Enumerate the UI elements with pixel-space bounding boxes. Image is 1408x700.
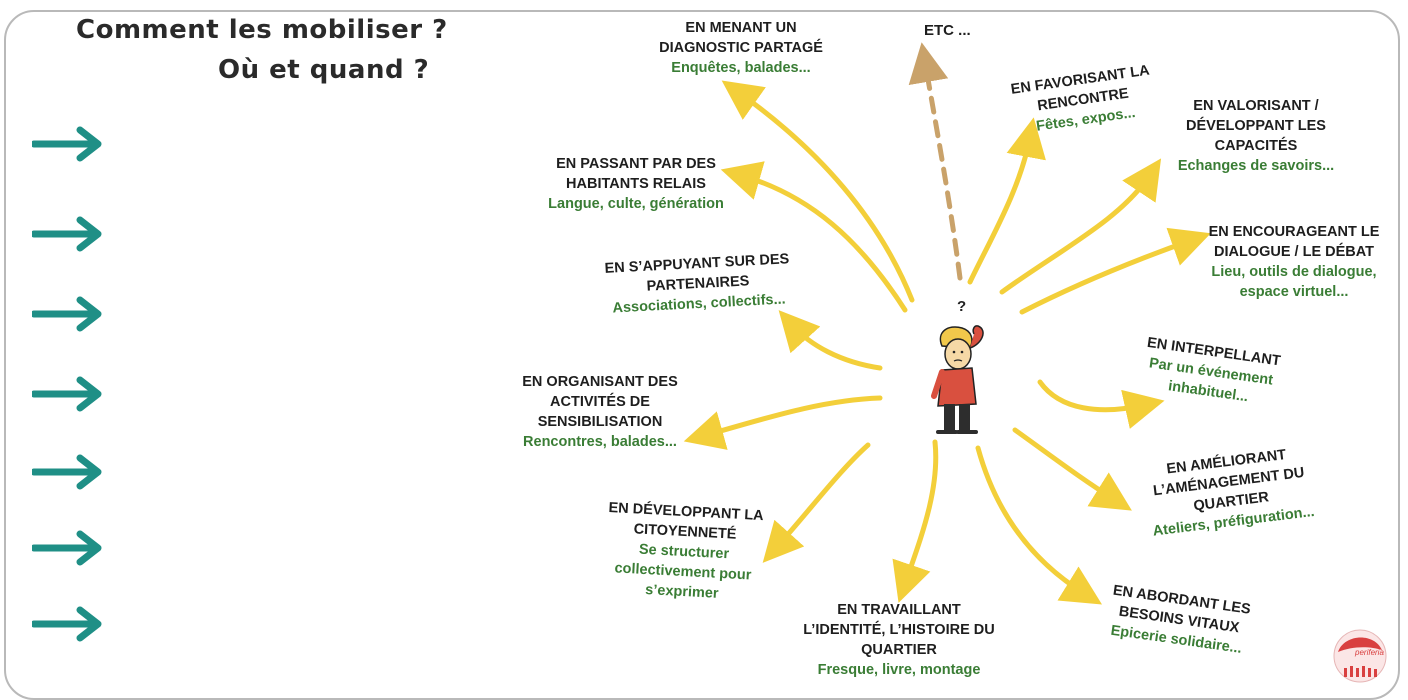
periferia-logo bbox=[1333, 629, 1387, 683]
branch-sensibilisation-sub: Rencontres, balades... bbox=[523, 434, 677, 450]
branch-identite: EN TRAVAILLANT L’IDENTITÉ, L’HISTOIRE DU… bbox=[796, 600, 1002, 680]
branch-capacites-head: EN VALORISANT / DÉVELOPPANT LES CAPACITÉ… bbox=[1186, 98, 1326, 154]
branch-habitants: EN PASSANT PAR DES HABITANTS RELAIS Lang… bbox=[538, 154, 734, 214]
branch-sensibilisation: EN ORGANISANT DES ACTIVITÉS DE SENSIBILI… bbox=[512, 372, 688, 452]
branch-capacites-sub: Echanges de savoirs... bbox=[1177, 158, 1335, 174]
teal-arrow-icon bbox=[32, 606, 102, 642]
arrow-rencontre bbox=[967, 117, 1046, 285]
arrow-interpellant bbox=[1037, 379, 1165, 429]
arrow-identite bbox=[892, 439, 939, 603]
teal-arrow-icon bbox=[32, 296, 102, 332]
branch-diagnostic-sub: Enquêtes, balades... bbox=[671, 60, 811, 76]
arrow-habitants bbox=[720, 161, 908, 313]
branch-habitants-sub: Langue, culte, génération bbox=[548, 196, 724, 212]
branch-sensibilisation-head: EN ORGANISANT DES ACTIVITÉS DE SENSIBILI… bbox=[522, 374, 678, 430]
arrow-citoyennete bbox=[762, 442, 871, 563]
teal-arrow-icon bbox=[32, 126, 102, 162]
arrow-capacites bbox=[999, 158, 1162, 295]
arrow-besoins bbox=[975, 445, 1103, 605]
branch-capacites: EN VALORISANT / DÉVELOPPANT LES CAPACITÉ… bbox=[1168, 96, 1344, 176]
thinking-person-icon bbox=[931, 325, 984, 434]
periferia-logo-text: periferia bbox=[1355, 648, 1384, 657]
teal-arrow-icon bbox=[32, 454, 102, 490]
branch-habitants-head: EN PASSANT PAR DES HABITANTS RELAIS bbox=[556, 156, 716, 192]
arrow-sensibilisation bbox=[683, 395, 883, 450]
page-title-line2: Où et quand ? bbox=[218, 55, 430, 85]
teal-arrow-icon bbox=[32, 376, 102, 412]
branch-debat-sub: Lieu, outils de dialogue, espace virtuel… bbox=[1211, 264, 1377, 300]
arrow-amenagement bbox=[1012, 427, 1132, 511]
branch-citoyennete: EN DÉVELOPPANT LA CITOYENNETÉ Se structu… bbox=[597, 498, 770, 607]
branch-identite-sub: Fresque, livre, montage bbox=[817, 662, 981, 678]
teal-arrow-icon bbox=[32, 216, 102, 252]
arrow-etc-dashed bbox=[908, 42, 963, 281]
branch-identite-head: EN TRAVAILLANT L’IDENTITÉ, L’HISTOIRE DU… bbox=[803, 602, 995, 658]
branch-debat: EN ENCOURAGEANT LE DIALOGUE / LE DÉBAT L… bbox=[1196, 222, 1392, 302]
branch-partenaires: EN S’APPUYANT SUR DES PARTENAIRES Associ… bbox=[597, 249, 800, 319]
branch-diagnostic: EN MENANT UN DIAGNOSTIC PARTAGÉ Enquêtes… bbox=[656, 18, 826, 78]
arrow-partenaires bbox=[778, 310, 883, 371]
etc-label: ETC ... bbox=[924, 22, 971, 39]
branch-debat-head: EN ENCOURAGEANT LE DIALOGUE / LE DÉBAT bbox=[1208, 224, 1380, 260]
arrow-debat bbox=[1019, 227, 1211, 315]
page-title-line1: Comment les mobiliser ? bbox=[76, 15, 448, 45]
teal-arrow-icon bbox=[32, 530, 102, 566]
arrow-diagnostic bbox=[721, 80, 915, 303]
branch-citoyennete-sub: Se structurer collectivement pour s’expr… bbox=[614, 541, 752, 602]
branch-diagnostic-head: EN MENANT UN DIAGNOSTIC PARTAGÉ bbox=[659, 20, 823, 56]
question-mark: ? bbox=[957, 298, 967, 315]
